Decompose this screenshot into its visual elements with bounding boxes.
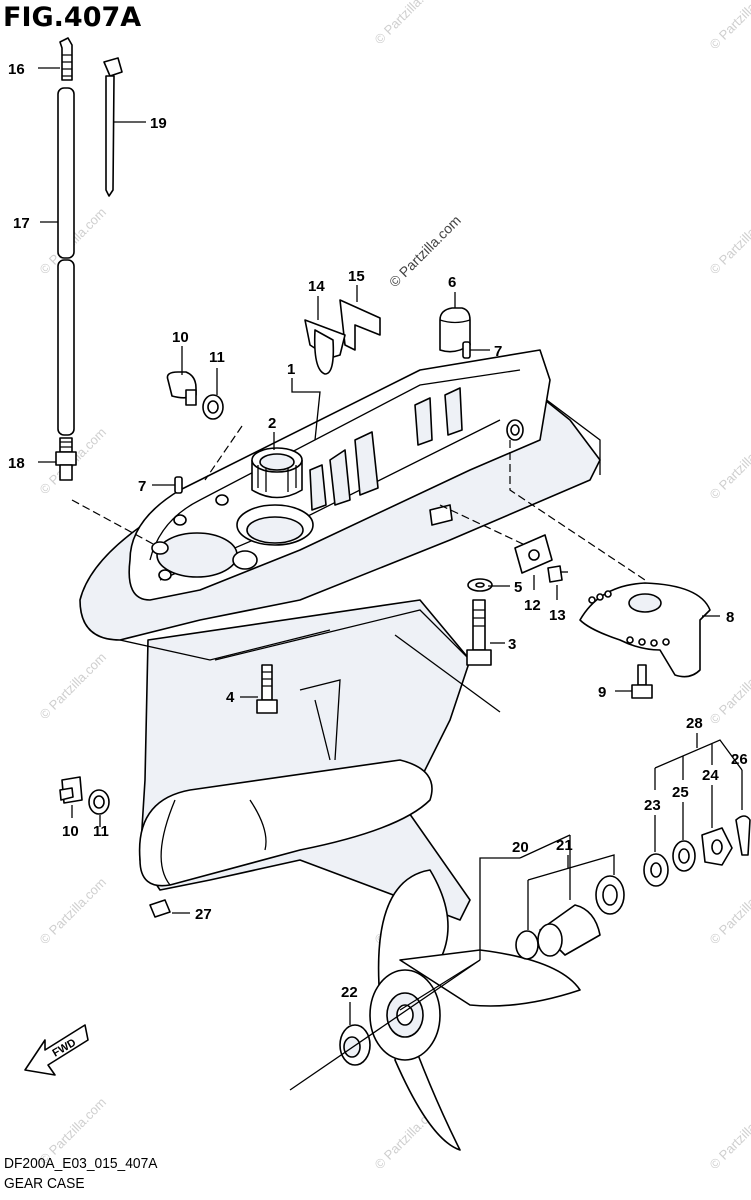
figure-footer: DF200A_E03_015_407A GEAR CASE bbox=[4, 1154, 171, 1194]
section-name: GEAR CASE bbox=[4, 1175, 85, 1192]
part-26-cotter-pin bbox=[735, 815, 751, 856]
part-6-anode bbox=[439, 307, 471, 353]
callout-28: 28 bbox=[686, 715, 703, 732]
part-10-11-oil-plug-upper bbox=[166, 371, 224, 420]
callout-14: 14 bbox=[308, 278, 325, 295]
gear-case-housing bbox=[79, 349, 601, 921]
part-7-dowel-pin bbox=[462, 341, 471, 359]
callout-4: 4 bbox=[226, 689, 235, 706]
callout-26: 26 bbox=[731, 751, 748, 768]
callout-6: 6 bbox=[448, 274, 456, 291]
callout-25: 25 bbox=[672, 784, 689, 801]
callout-15: 15 bbox=[348, 268, 365, 285]
callout-21: 21 bbox=[556, 837, 573, 854]
callout-2: 2 bbox=[268, 415, 276, 432]
part-23-washer bbox=[643, 853, 669, 887]
part-24-prop-nut bbox=[701, 827, 733, 866]
watermark: © Partzilla.com bbox=[707, 875, 751, 948]
watermark: © Partzilla.com bbox=[707, 205, 751, 278]
callout-7-upper: 7 bbox=[494, 343, 502, 360]
part-14-15-seal-bracket bbox=[304, 299, 381, 375]
callout-labels: 1 2 3 4 5 6 7 7 8 9 10 10 11 11 12 13 14… bbox=[8, 61, 748, 1001]
diagram-code: DF200A_E03_015_407A bbox=[4, 1155, 158, 1172]
hidden-lines bbox=[71, 425, 646, 581]
part-20-propeller bbox=[369, 869, 581, 1151]
callout-9: 9 bbox=[598, 684, 606, 701]
callout-10-lower: 10 bbox=[62, 823, 79, 840]
part-16-17-18-water-tube bbox=[55, 37, 77, 481]
leader-lines bbox=[38, 67, 743, 1091]
callout-24: 24 bbox=[702, 767, 719, 784]
part-19-cable-tie bbox=[103, 57, 123, 197]
callout-3: 3 bbox=[508, 636, 516, 653]
callout-1: 1 bbox=[287, 361, 295, 378]
watermark: © Partzilla.com bbox=[372, 0, 445, 47]
part-5-washer bbox=[467, 578, 493, 592]
part-27-drain-plug bbox=[149, 899, 171, 918]
part-8-trim-tab bbox=[579, 582, 711, 678]
callout-10-upper: 10 bbox=[172, 329, 189, 346]
watermark: © Partzilla.com bbox=[707, 655, 751, 728]
part-25-spacer bbox=[672, 840, 696, 872]
fwd-label: FWD bbox=[51, 1037, 79, 1060]
callout-5: 5 bbox=[514, 579, 522, 596]
callout-27: 27 bbox=[195, 906, 212, 923]
watermark: © Partzilla.com bbox=[707, 0, 751, 52]
callout-13: 13 bbox=[549, 607, 566, 624]
part-10-11-oil-plug-lower bbox=[59, 776, 110, 815]
callout-7-lower: 7 bbox=[138, 478, 146, 495]
callout-18: 18 bbox=[8, 455, 25, 472]
callout-12: 12 bbox=[524, 597, 541, 614]
watermark: © Partzilla.com bbox=[37, 650, 110, 723]
part-3-bolt bbox=[466, 599, 492, 666]
part-9-bolt bbox=[631, 664, 653, 699]
watermark: © Partzilla.com bbox=[707, 1100, 751, 1173]
part-2-needle-bearing bbox=[251, 447, 303, 499]
callout-16: 16 bbox=[8, 61, 25, 78]
watermark: © Partzilla.com bbox=[37, 875, 110, 948]
watermark: © Partzilla.com bbox=[707, 430, 751, 503]
callout-17: 17 bbox=[13, 215, 30, 232]
part-21-bushing-set bbox=[515, 875, 625, 960]
callout-20: 20 bbox=[512, 839, 529, 856]
callout-11-lower: 11 bbox=[93, 823, 109, 840]
callout-23: 23 bbox=[644, 797, 661, 814]
part-12-bracket bbox=[514, 534, 553, 574]
part-4-bolt bbox=[256, 664, 278, 714]
part-7-dowel-pin bbox=[174, 476, 183, 494]
callout-22: 22 bbox=[341, 984, 358, 1001]
part-13-screw bbox=[547, 565, 568, 583]
figure-title: FIG.407A bbox=[3, 2, 142, 33]
callout-11-upper: 11 bbox=[209, 349, 225, 366]
forward-direction-arrow: FWD bbox=[24, 1024, 89, 1076]
callout-19: 19 bbox=[150, 115, 167, 132]
callout-8: 8 bbox=[726, 609, 734, 626]
